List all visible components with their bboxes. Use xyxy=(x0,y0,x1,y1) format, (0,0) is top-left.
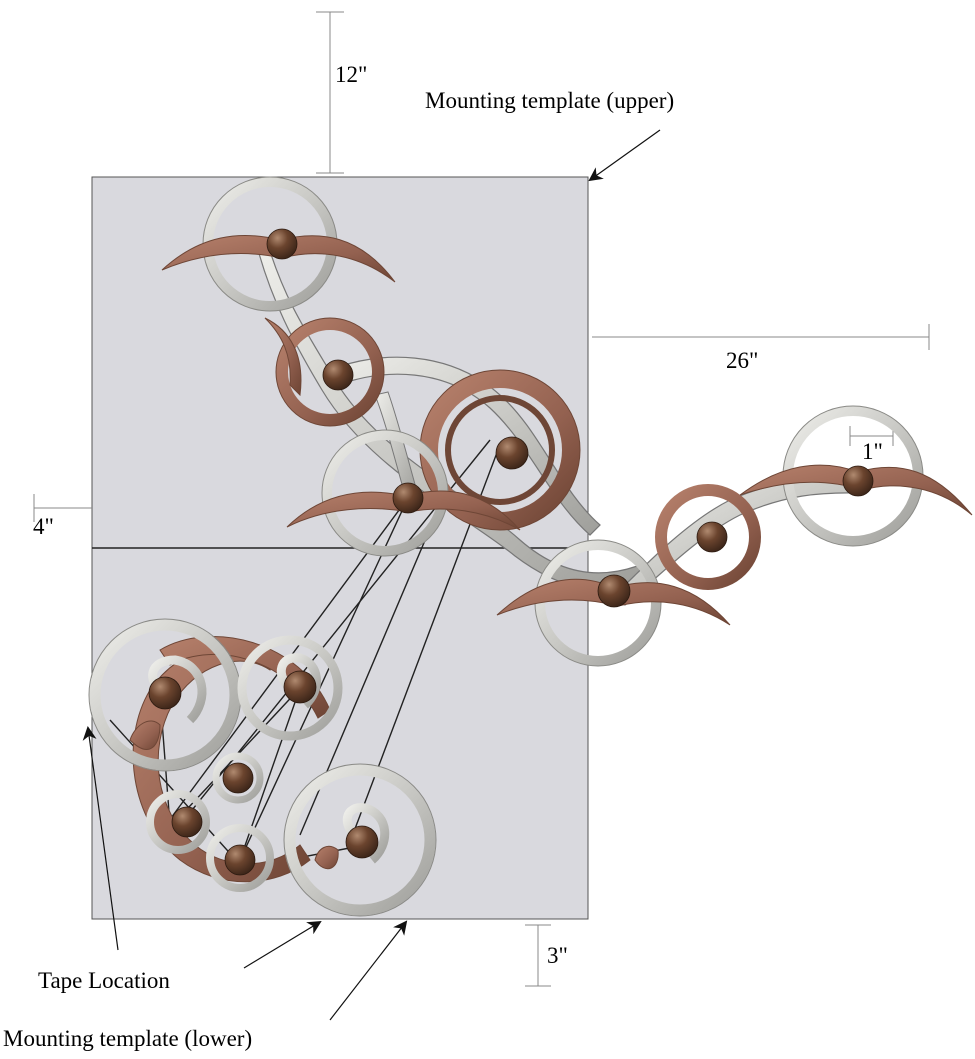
lower-template-label: Mounting template (lower) xyxy=(3,1026,252,1051)
hub xyxy=(696,521,728,553)
mobile-mechanism xyxy=(88,176,973,917)
dim-top-offset: 12" xyxy=(335,62,367,87)
tape-leader-1 xyxy=(82,726,119,951)
hub xyxy=(266,228,298,260)
hub xyxy=(171,806,203,838)
dim-left-offset: 4" xyxy=(33,514,54,539)
lower-arm xyxy=(374,391,419,496)
upper-arm-2 xyxy=(329,356,601,536)
copper-wheels xyxy=(275,317,761,590)
hub xyxy=(842,465,874,497)
dim-right-offset: 26" xyxy=(726,348,758,373)
dimension-lines xyxy=(33,11,930,987)
leader-arrows xyxy=(82,129,661,1021)
dim-bottom-offset: 3" xyxy=(547,943,568,968)
dim-small-offset: 1" xyxy=(862,439,883,464)
hub xyxy=(222,762,254,794)
hub xyxy=(345,825,379,859)
upper-template-label: Mounting template (upper) xyxy=(425,88,674,113)
upper-template-leader xyxy=(588,129,661,182)
text-labels: Mounting template (upper) Tape Location … xyxy=(3,62,883,1051)
hub xyxy=(283,670,317,704)
tape-leader-2 xyxy=(243,920,322,969)
hub xyxy=(148,676,182,710)
hub xyxy=(597,574,631,608)
hub xyxy=(224,844,256,876)
wheel-hubs xyxy=(148,228,874,876)
hub xyxy=(495,436,529,470)
tape-location-label: Tape Location xyxy=(38,968,170,993)
lower-template-leader xyxy=(329,920,408,1021)
hub xyxy=(322,359,354,391)
hub xyxy=(392,482,424,514)
